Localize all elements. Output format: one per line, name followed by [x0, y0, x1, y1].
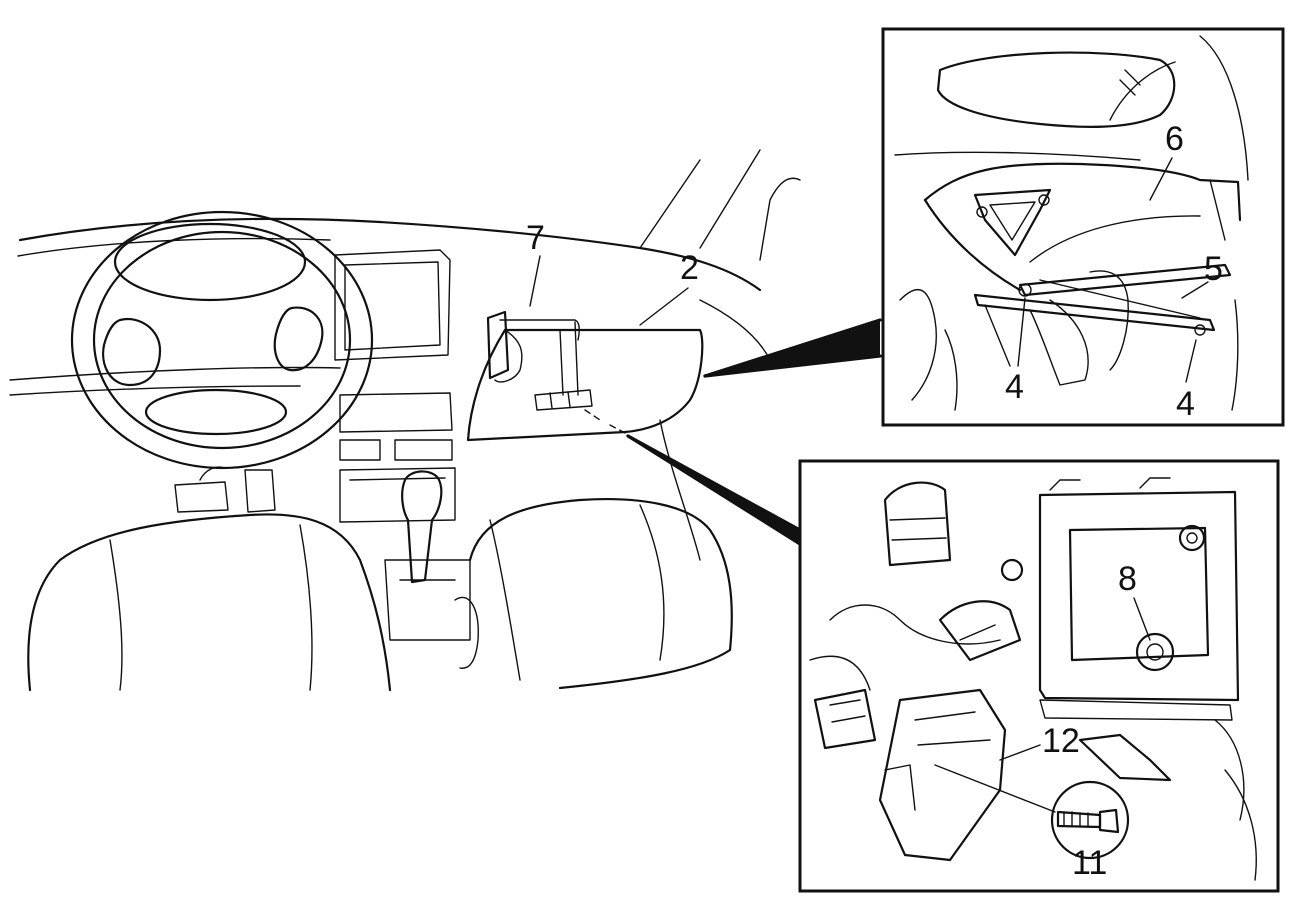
inset-glovebox-bracket: 6 5 4 4 [881, 27, 1285, 427]
interior-scene [9, 149, 801, 692]
callout-4a-label: 4 [1005, 368, 1024, 406]
callout-11-label: 11 [1072, 844, 1107, 882]
inset-control-module: 8 12 11 [798, 459, 1280, 893]
steering-wheel [70, 210, 374, 470]
callout-7-label: 7 [526, 219, 545, 257]
callout-4b-label: 4 [1176, 385, 1195, 423]
callout-12-label: 12 [1042, 722, 1080, 760]
callout-2: 2 [639, 249, 699, 326]
zoom-leaders [626, 318, 882, 546]
callout-2-label: 2 [680, 249, 699, 287]
callout-6-label: 6 [1165, 120, 1184, 158]
callout-5-label: 5 [1204, 250, 1223, 288]
callout-8-label: 8 [1118, 560, 1137, 598]
callout-7: 7 [526, 219, 545, 307]
